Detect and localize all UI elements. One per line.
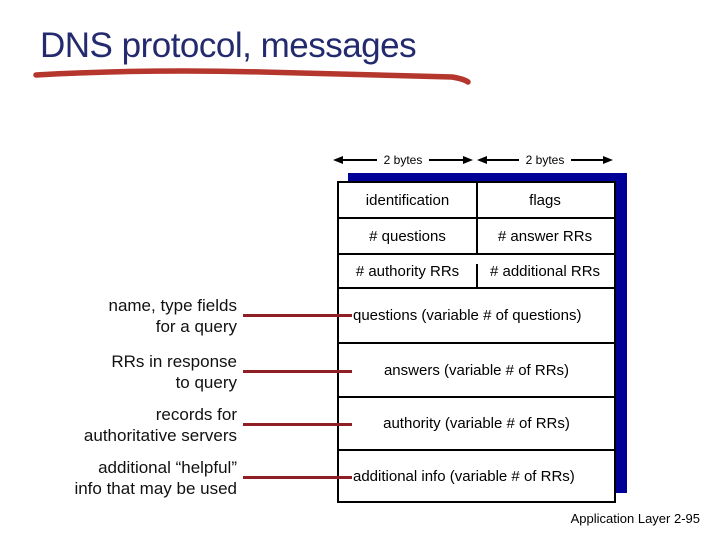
slide-footer: Application Layer 2-95 <box>570 511 700 526</box>
arrowhead-left-icon <box>477 156 487 164</box>
arrow-line <box>429 159 464 161</box>
side-label-line: additional “helpful” <box>98 458 237 477</box>
cell-flags: flags <box>529 191 561 209</box>
cell-num-authority-rrs: # authority RRs <box>355 262 460 280</box>
connector-line-questions <box>243 314 352 317</box>
table-row-header-1: identification flags <box>339 183 614 219</box>
table-row-header-3: # authority RRs # additional RRs <box>339 255 614 289</box>
side-label-line: records for <box>155 405 237 424</box>
table-row-header-2: # questions # answer RRs <box>339 219 614 255</box>
connector-line-additional <box>243 476 352 479</box>
side-label-line: info that may be used <box>74 479 237 498</box>
column-divider <box>476 264 478 287</box>
side-label-line: to query <box>175 373 237 392</box>
table-row-questions: questions (variable # of questions) <box>339 289 614 344</box>
byte-width-arrow-left: 2 bytes <box>333 152 474 168</box>
cell-additional-info-section: additional info (variable # of RRs) <box>353 467 575 485</box>
byte-width-label: 2 bytes <box>525 153 565 167</box>
column-divider <box>476 219 478 253</box>
side-label-line: name, type fields <box>108 296 237 315</box>
cell-num-questions: # questions <box>369 227 446 245</box>
cell-authority-section: authority (variable # of RRs) <box>383 415 570 432</box>
arrowhead-right-icon <box>463 156 474 164</box>
page-title: DNS protocol, messages <box>40 26 417 65</box>
cell-answers-section: answers (variable # of RRs) <box>383 361 570 379</box>
table-row-additional-info: additional info (variable # of RRs) <box>339 451 614 501</box>
title-underline-stroke <box>33 68 471 85</box>
byte-width-arrow-right: 2 bytes <box>477 152 614 168</box>
cell-num-additional-rrs: # additional RRs <box>489 262 601 280</box>
cell-num-answer-rrs: # answer RRs <box>497 227 593 245</box>
connector-line-authority <box>243 423 352 426</box>
dns-message-format-table: identification flags # questions # answe… <box>337 181 616 503</box>
arrow-line <box>343 159 377 161</box>
arrowhead-right-icon <box>603 156 614 164</box>
table-row-answers: answers (variable # of RRs) <box>339 344 614 398</box>
side-label-authoritative-records: records for authoritative servers <box>84 404 237 446</box>
byte-width-label: 2 bytes <box>383 153 423 167</box>
side-label-line: for a query <box>155 317 237 336</box>
arrow-line <box>571 159 604 161</box>
connector-line-answers <box>243 370 352 373</box>
table-row-authority: authority (variable # of RRs) <box>339 398 614 451</box>
side-label-line: authoritative servers <box>83 426 237 445</box>
arrowhead-left-icon <box>333 156 343 164</box>
cell-identification: identification <box>365 191 450 209</box>
cell-questions-section: questions (variable # of questions) <box>353 307 582 324</box>
arrow-line <box>487 159 519 161</box>
side-label-helpful-info: additional “helpful” info that may be us… <box>74 457 237 499</box>
side-label-line: RRs in response <box>111 352 237 371</box>
side-label-response-rrs: RRs in response to query <box>111 351 237 393</box>
side-label-query-fields: name, type fields for a query <box>108 295 237 337</box>
column-divider <box>476 183 478 217</box>
